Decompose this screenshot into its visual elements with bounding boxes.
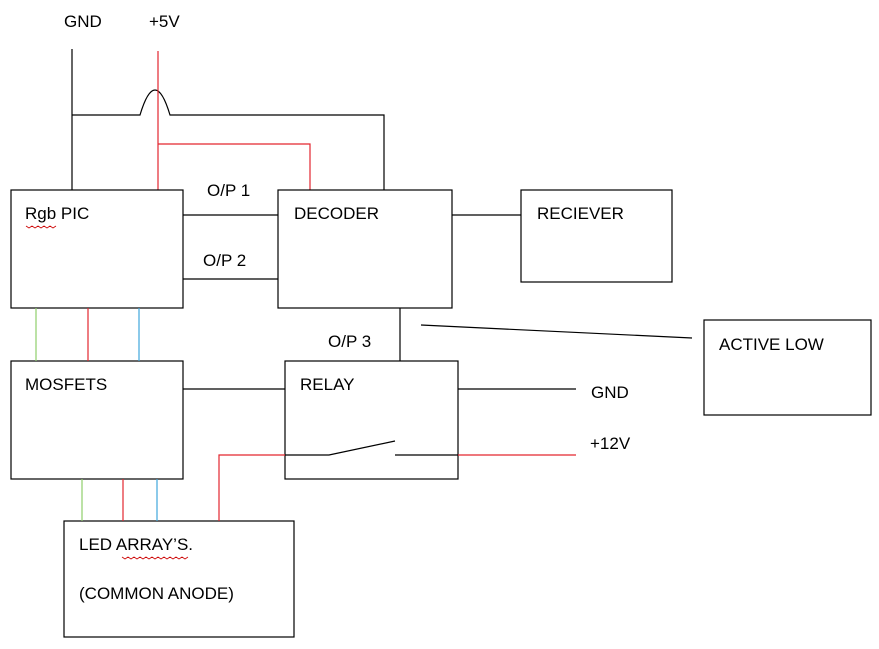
receiver-block	[520, 189, 673, 283]
mosfets-block	[10, 360, 184, 480]
rgb-pic-label: Rgb PIC	[25, 204, 89, 223]
active-low-block	[703, 319, 872, 416]
relay-block	[284, 360, 459, 480]
relay-switch-contact	[285, 440, 458, 456]
vcc-rail-wire	[157, 51, 311, 190]
active-low-label: ACTIVE LOW	[719, 335, 824, 354]
v12-label: +12V	[590, 434, 631, 453]
vcc-top-label: +5V	[149, 12, 180, 31]
gnd-top-label: GND	[64, 12, 102, 31]
rgb-pic-block	[10, 189, 184, 309]
led-array-label: LED ARRAY’S.	[79, 535, 193, 554]
relay-label: RELAY	[300, 375, 355, 394]
op3-label: O/P 3	[328, 332, 371, 351]
v12-wire	[218, 454, 576, 521]
spellcheck-squiggle-array	[121, 556, 189, 560]
gnd-rail-wire	[71, 49, 385, 190]
gnd-right-label: GND	[591, 383, 629, 402]
op2-label: O/P 2	[203, 251, 246, 270]
active-low-pointer	[420, 324, 693, 339]
op1-label: O/P 1	[207, 181, 250, 200]
spellcheck-squiggle-rgb	[25, 225, 57, 229]
decoder-block	[277, 189, 453, 309]
decoder-label: DECODER	[294, 204, 379, 223]
mosfets-label: MOSFETS	[25, 375, 107, 394]
led-array-block	[63, 520, 295, 638]
receiver-label: RECIEVER	[537, 204, 624, 223]
led-note-label: (COMMON ANODE)	[79, 584, 234, 603]
